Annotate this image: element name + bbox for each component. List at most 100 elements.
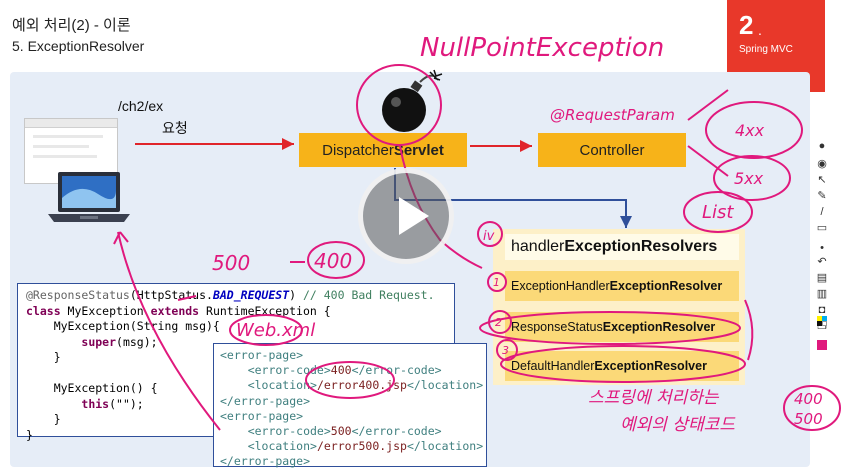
page-title: 예외 처리(2) - 이론 — [12, 17, 131, 34]
webxml-circle — [229, 314, 303, 346]
status-4xx-circle — [705, 101, 803, 159]
dot-icon[interactable]: • — [820, 242, 824, 254]
xml-token: <location> — [220, 378, 317, 393]
request-label: 요청 — [162, 120, 188, 136]
note-400: 400 — [314, 249, 352, 273]
step-circle — [477, 221, 503, 247]
step-label-3: 3 — [502, 344, 509, 357]
copy-icon[interactable]: ❐ — [817, 320, 827, 332]
resolver-suffix: ExceptionResolver — [602, 320, 716, 334]
xml-token: /error400.jsp — [316, 378, 407, 393]
step-circle — [487, 272, 507, 292]
resolvers-title-suffix: ExceptionResolvers — [564, 238, 718, 255]
code-token: this — [81, 396, 110, 411]
step-circle — [496, 339, 518, 361]
web-xml-block: <error-page> <error-code>400</error-code… — [213, 343, 487, 469]
color-swatch-black[interactable] — [817, 321, 822, 326]
code-token: MyException — [60, 303, 151, 318]
request-url: /ch2/ex — [118, 98, 164, 114]
page-subtitle: 5. ExceptionResolver — [12, 38, 145, 54]
code-token: ) — [289, 288, 297, 302]
resolvers-title-prefix: handler — [511, 238, 565, 255]
code-line: MyException(String msg){ — [26, 319, 220, 333]
code-400-circle — [307, 241, 365, 279]
eraser-icon[interactable]: ▭ — [816, 222, 828, 234]
code-token: extends — [150, 303, 200, 318]
status-resolver-circle — [479, 311, 741, 345]
eye-icon[interactable]: ◉ — [817, 158, 827, 170]
xml-line: <error-page> — [220, 408, 304, 423]
note-list: List — [702, 202, 734, 223]
code-circle-right — [783, 385, 841, 431]
color-swatch-yellow[interactable] — [817, 316, 822, 321]
code-token: (""); — [109, 396, 144, 411]
code-token: super — [81, 334, 117, 349]
color-swatch-pink[interactable] — [817, 340, 827, 350]
list-circle — [683, 191, 753, 233]
bomb-circle — [356, 64, 442, 146]
step-label-2: 2 — [495, 316, 502, 329]
resolver-prefix: DefaultHandler — [511, 359, 595, 373]
color-swatch-white[interactable] — [822, 321, 827, 326]
xml-token: /error500.jsp — [316, 439, 407, 454]
resolver-prefix: ResponseStatus — [511, 320, 603, 334]
xml-token: </location> — [406, 378, 484, 393]
step-label-iv: iv — [483, 229, 495, 244]
lightbulb-icon[interactable]: ● — [818, 140, 826, 152]
resolver-prefix: ExceptionHandler — [511, 279, 610, 293]
xml-token: 500 — [330, 424, 352, 439]
dispatcher-suffix: Servlet — [393, 141, 444, 159]
note-null-pointer: NullPointException — [420, 33, 664, 63]
note-4xx: 4xx — [735, 121, 765, 140]
xml-token: </error-code> — [351, 363, 442, 378]
xml-token: </error-code> — [351, 424, 442, 439]
note-5xx: 5xx — [734, 169, 764, 188]
color-swatch-cyan[interactable] — [822, 316, 827, 321]
note-num-400: 400 — [794, 390, 823, 408]
chapter-number: 2 — [739, 10, 754, 40]
xml-token: <location> — [220, 439, 317, 454]
return-arrowhead — [113, 231, 129, 245]
code-token: class — [26, 303, 61, 318]
annotation-toolbar: ● ◉ ↖ ✎ / ▭ • ↶ ▤ ▥ ◘ ❐ — [813, 140, 831, 350]
xml-token: </location> — [406, 439, 484, 454]
camera-icon[interactable]: ◘ — [818, 304, 826, 316]
play-icon — [399, 197, 429, 235]
chapter-number-dot: . — [758, 22, 762, 38]
clipboard-icon[interactable]: ▥ — [816, 288, 828, 300]
note-korean-1: 스프링에 처리하는 — [588, 388, 720, 408]
tick-stroke — [177, 295, 197, 301]
laptop-icon — [48, 172, 130, 222]
undo-icon[interactable]: ↶ — [817, 256, 827, 268]
note-web-xml: Web.xml — [236, 320, 315, 341]
return-stroke — [117, 231, 221, 431]
chapter-label: Spring MVC — [739, 44, 793, 55]
cursor-icon[interactable]: ↖ — [817, 174, 827, 186]
code-line: } — [26, 412, 61, 426]
code-token: (HttpStatus. — [129, 288, 213, 302]
xml-token: 400 — [330, 363, 352, 378]
controller-box: Controller — [538, 133, 686, 167]
dispatcher-prefix: Dispatcher — [322, 141, 394, 159]
code-token: BAD_REQUEST — [212, 288, 290, 302]
play-button[interactable] — [358, 168, 454, 264]
resolver-suffix: ExceptionResolver — [609, 279, 723, 293]
xml-line: </error-page> — [220, 454, 311, 469]
trash-icon[interactable]: ▤ — [816, 272, 828, 284]
step-label-1: 1 — [493, 276, 500, 289]
code-token: RuntimeException { — [199, 303, 331, 318]
note-num-500: 500 — [794, 410, 823, 428]
pen-icon[interactable]: ✎ — [817, 190, 827, 202]
marker-icon[interactable]: / — [820, 206, 824, 218]
code-line: } — [26, 350, 61, 364]
xml-token: <error-code> — [220, 424, 331, 439]
branch-lines — [687, 89, 729, 177]
note-request-param: @RequestParam — [550, 106, 675, 124]
xml-400-circle — [305, 361, 395, 399]
code-comment: // 400 Bad Request. — [296, 288, 435, 302]
note-500: 500 — [212, 251, 250, 275]
